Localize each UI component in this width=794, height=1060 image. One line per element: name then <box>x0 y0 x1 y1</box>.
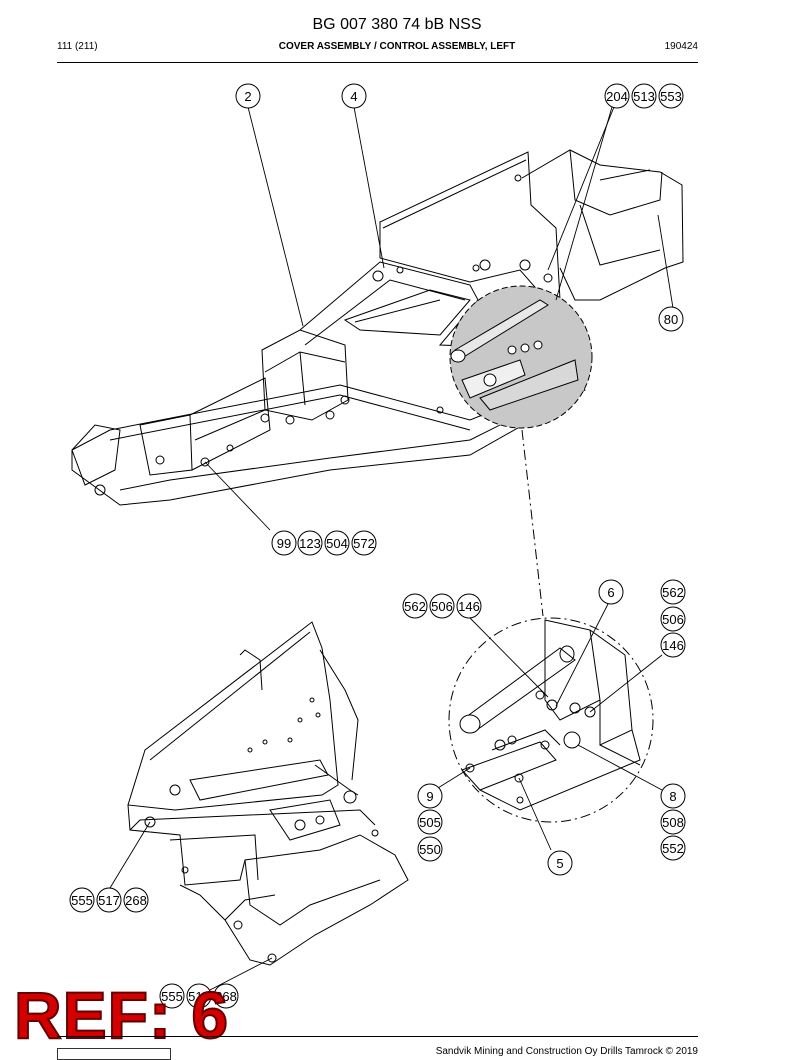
callout-555-label: 555 <box>71 893 93 908</box>
callout-572: 572 <box>351 530 377 556</box>
callout-517-bottom: 517 <box>186 983 212 1009</box>
bottom-left-assembly <box>127 621 409 966</box>
section-title: COVER ASSEMBLY / CONTROL ASSEMBLY, LEFT <box>278 41 516 52</box>
callout-504: 504 <box>324 530 350 556</box>
callout-204: 204 <box>604 83 630 109</box>
callout-552-label: 552 <box>662 841 684 856</box>
callout-2-label: 2 <box>244 89 251 104</box>
callout-562-right: 562 <box>660 579 686 605</box>
detail-view <box>448 617 654 823</box>
page-number: 111 (211) <box>57 41 98 52</box>
callout-bubbles: 2 4 204 513 553 80 99 123 504 572 562 50… <box>69 83 686 1009</box>
callout-555-label: 555 <box>161 989 183 1004</box>
callout-513-top: 513 <box>631 83 657 109</box>
callout-517-label: 517 <box>98 893 120 908</box>
callout-4: 4 <box>341 83 367 109</box>
callout-123-label: 123 <box>299 536 321 551</box>
callout-562-label: 562 <box>662 585 684 600</box>
callout-268-mid: 268 <box>123 887 149 913</box>
callout-555-bottom: 555 <box>159 983 185 1009</box>
callout-268-label: 268 <box>215 989 237 1004</box>
callout-99-label: 99 <box>277 536 291 551</box>
callout-4-label: 4 <box>350 89 357 104</box>
callout-504-label: 504 <box>326 536 348 551</box>
callout-562-left: 562 <box>402 593 428 619</box>
callout-80-label: 80 <box>664 312 678 327</box>
callout-508: 508 <box>660 809 686 835</box>
callout-517-mid: 517 <box>96 887 122 913</box>
callout-550-label: 550 <box>419 842 441 857</box>
callout-146-right: 146 <box>660 632 686 658</box>
callout-8-label: 8 <box>669 789 676 804</box>
leader-lines <box>109 106 674 991</box>
callout-513-label: 513 <box>633 89 655 104</box>
callout-553-label: 553 <box>660 89 682 104</box>
callout-9-label: 9 <box>426 789 433 804</box>
callout-268-bottom: 268 <box>213 983 239 1009</box>
callout-505-label: 505 <box>419 815 441 830</box>
callout-562-label: 562 <box>404 599 426 614</box>
callout-506-left: 506 <box>429 593 455 619</box>
top-assembly-frame <box>71 149 684 506</box>
callout-268-label: 268 <box>125 893 147 908</box>
callout-123: 123 <box>297 530 323 556</box>
callout-517-label: 517 <box>188 989 210 1004</box>
date-code: 190424 <box>664 41 698 52</box>
copyright-footer: Sandvik Mining and Construction Oy Drill… <box>435 1046 698 1057</box>
callout-506-label: 506 <box>662 612 684 627</box>
callout-146-label: 146 <box>662 638 684 653</box>
callout-506-right: 506 <box>660 606 686 632</box>
callout-508-label: 508 <box>662 815 684 830</box>
callout-505: 505 <box>417 809 443 835</box>
callout-5: 5 <box>547 850 573 876</box>
callout-204-label: 204 <box>606 89 628 104</box>
callout-9: 9 <box>417 783 443 809</box>
header-rule <box>57 62 698 63</box>
logo-box <box>57 1048 171 1060</box>
callout-506-label: 506 <box>431 599 453 614</box>
footer-rule <box>57 1036 698 1037</box>
callout-572-label: 572 <box>353 536 375 551</box>
callout-8: 8 <box>660 783 686 809</box>
doc-number-title: BG 007 380 74 bB NSS <box>312 16 482 33</box>
callout-2: 2 <box>235 83 261 109</box>
callout-6: 6 <box>598 579 624 605</box>
callout-146-left: 146 <box>456 593 482 619</box>
callout-552: 552 <box>660 835 686 861</box>
callout-6-label: 6 <box>607 585 614 600</box>
detail-highlight-circle <box>449 285 593 429</box>
ref-stamp: REF: 6 <box>13 978 230 1052</box>
detail-link-line <box>521 429 544 617</box>
callout-5-label: 5 <box>556 856 563 871</box>
callout-555-mid: 555 <box>69 887 95 913</box>
callout-553: 553 <box>658 83 684 109</box>
callout-146-label: 146 <box>458 599 480 614</box>
callout-99: 99 <box>271 530 297 556</box>
callout-80: 80 <box>658 306 684 332</box>
callout-550: 550 <box>417 836 443 862</box>
